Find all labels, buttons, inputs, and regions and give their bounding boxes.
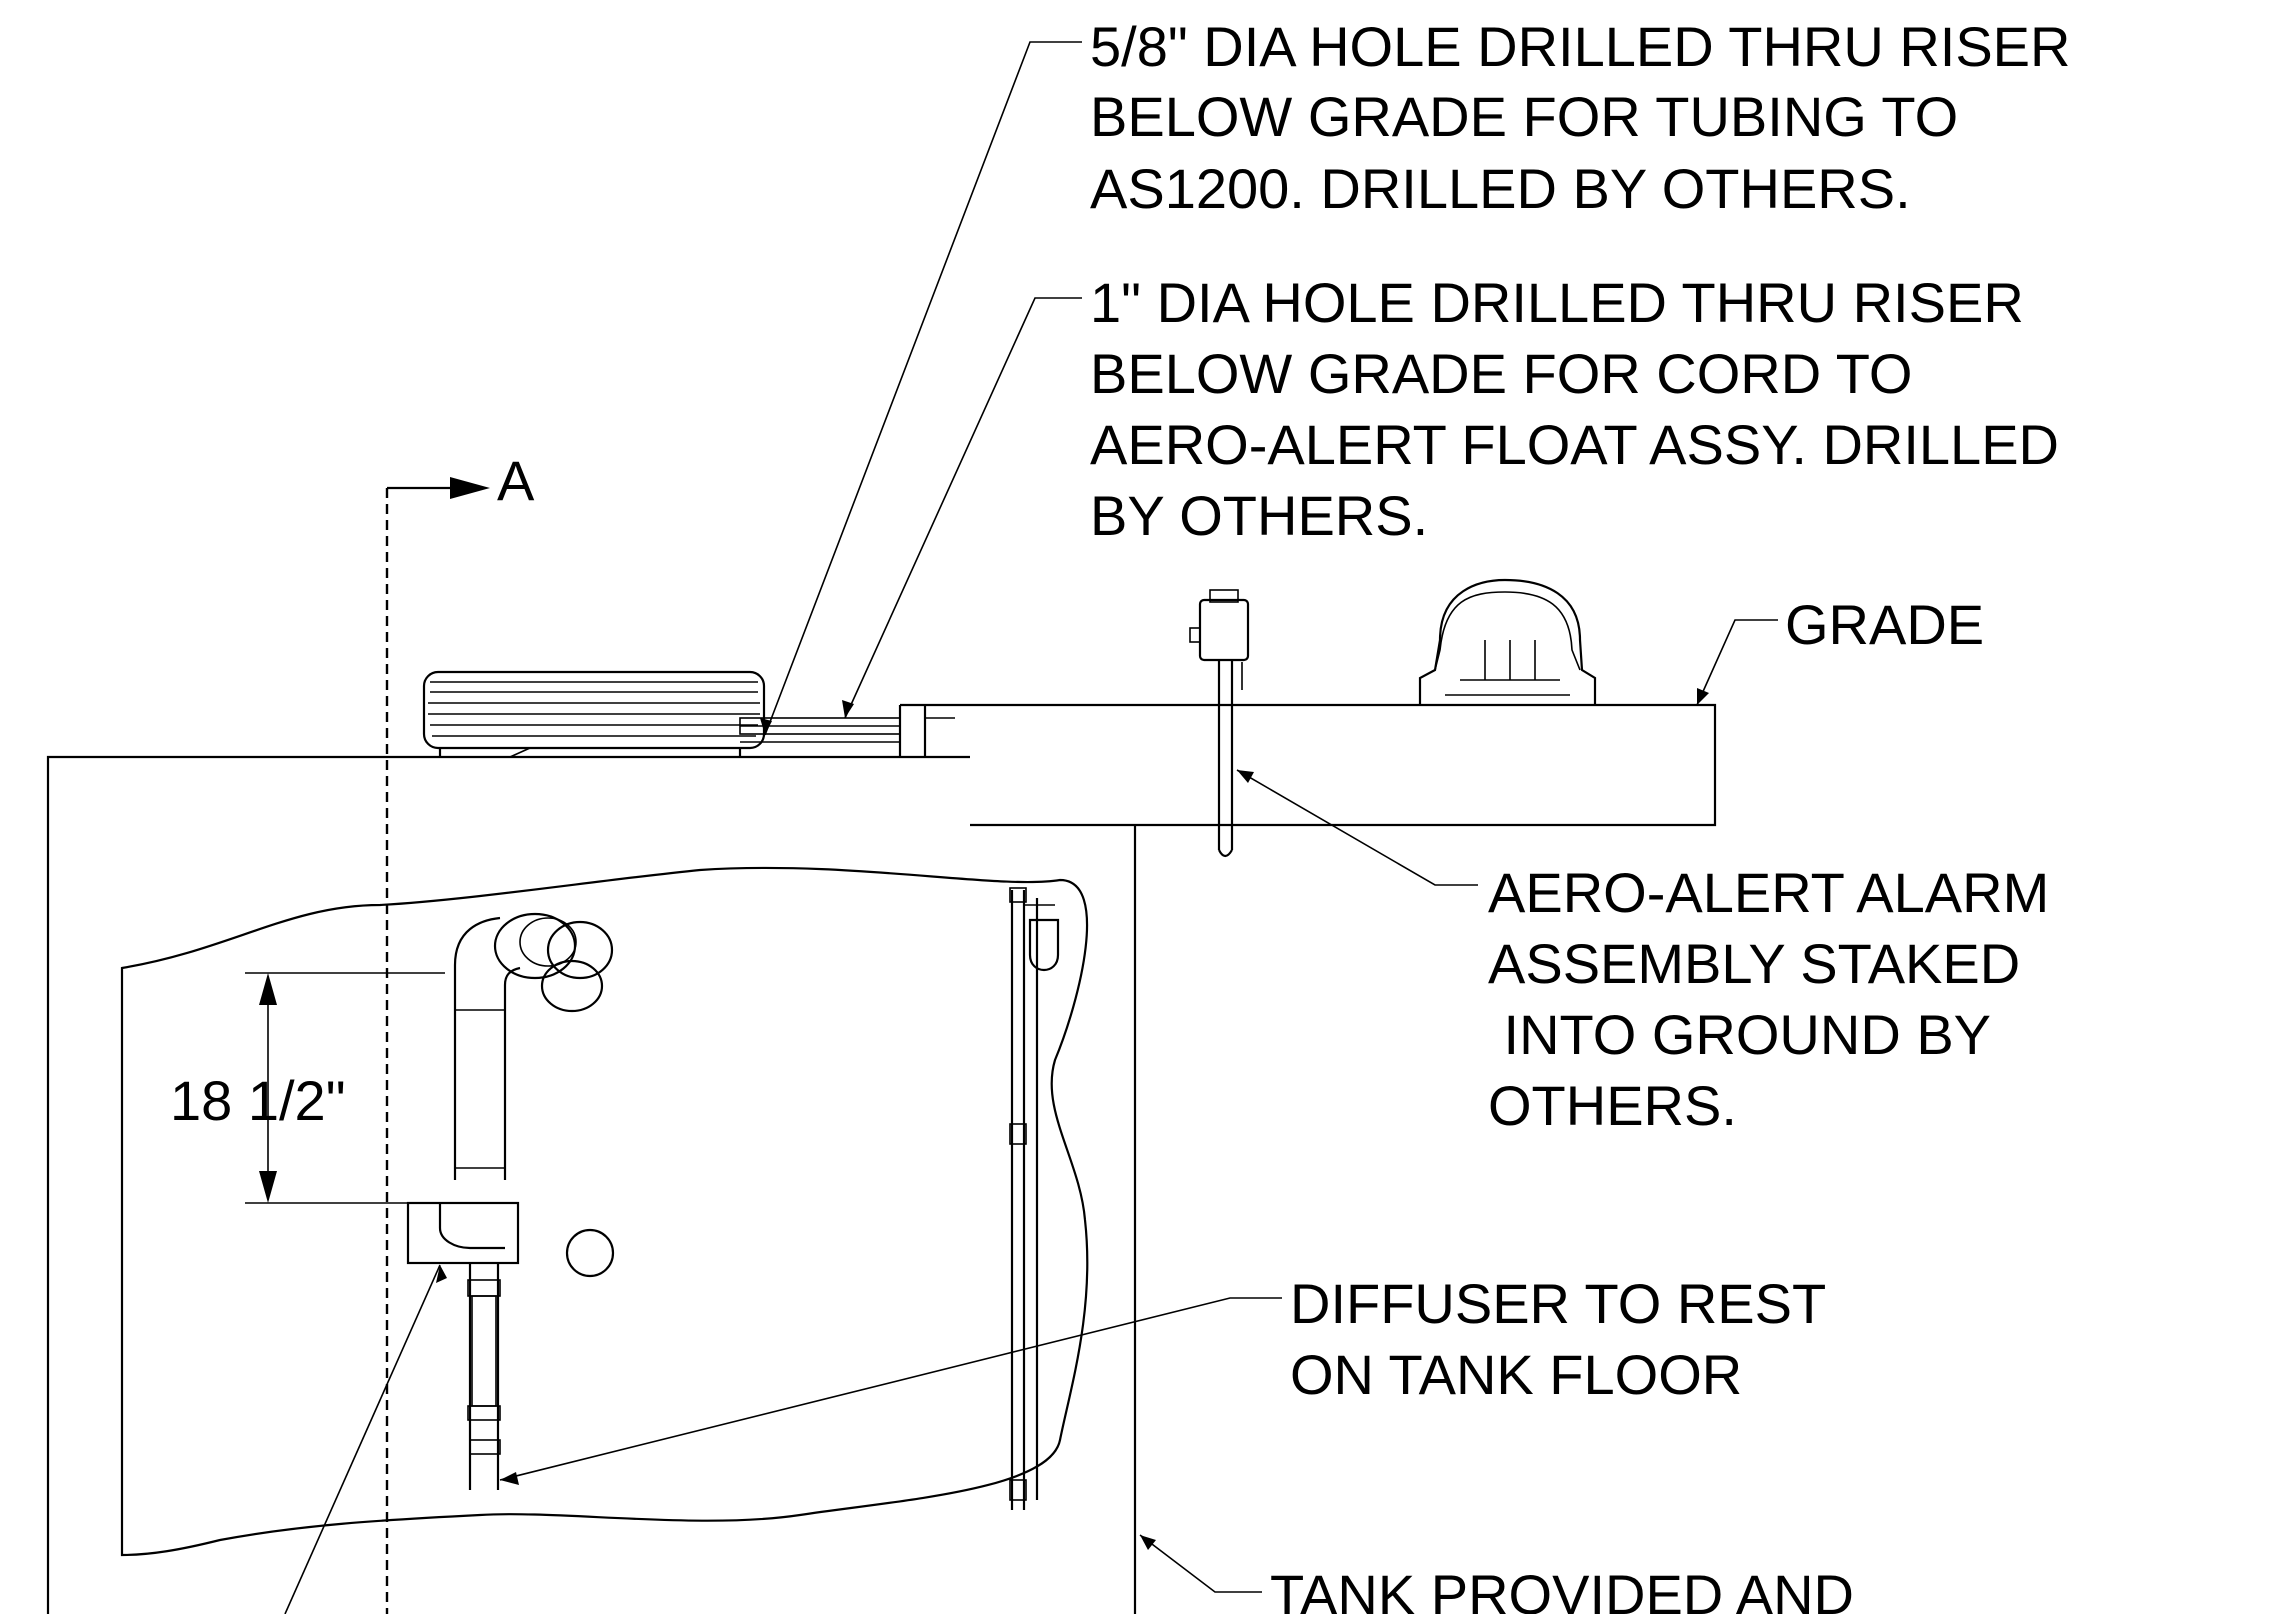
callout-tank: TANK PROVIDED AND: [1270, 1563, 1854, 1619]
callout-grade: GRADE: [1785, 593, 1984, 656]
section-label: A: [497, 449, 535, 512]
dimension-18-half: 18 1/2": [170, 972, 445, 1204]
leader-lines: [284, 41, 1778, 1615]
riser-lid: [422, 670, 766, 758]
svg-text:AS1200. DRILLED BY OTHERS.: AS1200. DRILLED BY OTHERS.: [1090, 157, 1911, 220]
svg-text:GRADE: GRADE: [1785, 593, 1984, 656]
inlet-hole: [565, 1228, 615, 1278]
svg-text:BY OTHERS.: BY OTHERS.: [1090, 484, 1428, 547]
svg-text:OTHERS.: OTHERS.: [1488, 1074, 1737, 1137]
svg-text:5/8" DIA HOLE DRILLED THRU RIS: 5/8" DIA HOLE DRILLED THRU RISER: [1090, 15, 2070, 78]
alarm-housing: [1418, 578, 1597, 705]
svg-text:BELOW GRADE FOR CORD TO: BELOW GRADE FOR CORD TO: [1090, 342, 1912, 405]
svg-text:DIFFUSER TO REST: DIFFUSER TO REST: [1290, 1272, 1826, 1335]
dimension-label: 18 1/2": [170, 1069, 346, 1132]
svg-text:AERO-ALERT ALARM: AERO-ALERT ALARM: [1488, 861, 2049, 924]
svg-text:ON TANK FLOOR: ON TANK FLOOR: [1290, 1343, 1742, 1406]
air-drop-pipe: [406, 912, 614, 1490]
cutaway-boundary: [120, 866, 1089, 1557]
callout-cord-hole: 1" DIA HOLE DRILLED THRU RISER BELOW GRA…: [1090, 271, 2059, 547]
svg-text:1" DIA HOLE DRILLED THRU RISER: 1" DIA HOLE DRILLED THRU RISER: [1090, 271, 2024, 334]
callout-diffuser: DIFFUSER TO REST ON TANK FLOOR: [1290, 1272, 1826, 1406]
svg-text:AERO-ALERT FLOAT ASSY. DRILLE: AERO-ALERT FLOAT ASSY. DRILLED: [1090, 413, 2059, 476]
ground-slab: [898, 703, 1717, 827]
float-cord-pipe: [1009, 887, 1060, 1510]
svg-text:TANK PROVIDED AND: TANK PROVIDED AND: [1270, 1563, 1854, 1614]
svg-text:ASSEMBLY STAKED: ASSEMBLY STAKED: [1488, 932, 2020, 995]
section-cut-marker: A: [385, 449, 535, 1614]
svg-text:INTO GROUND BY: INTO GROUND BY: [1488, 1003, 1991, 1066]
svg-text:BELOW GRADE FOR TUBING TO: BELOW GRADE FOR TUBING TO: [1090, 85, 1958, 148]
callout-tubing-hole: 5/8" DIA HOLE DRILLED THRU RISER BELOW G…: [1090, 15, 2070, 220]
tank-outline: [46, 755, 1137, 1614]
callout-alarm: AERO-ALERT ALARM ASSEMBLY STAKED INTO GR…: [1488, 861, 2049, 1137]
alarm-stake-assembly: [1189, 589, 1250, 858]
